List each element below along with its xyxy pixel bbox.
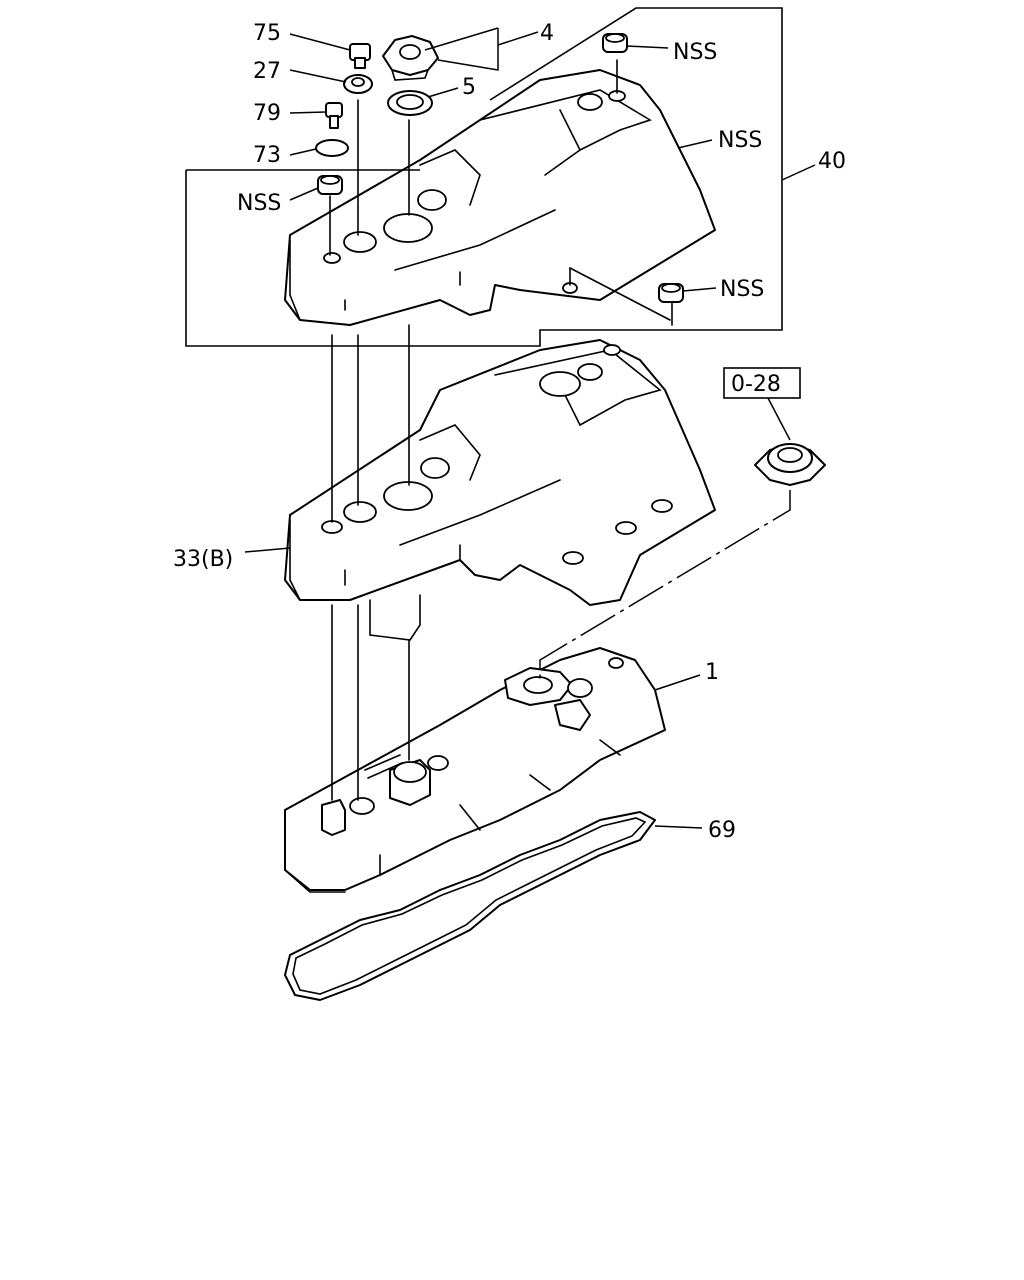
callout-33b: 33(B) xyxy=(173,547,233,572)
reference-box: 0-28 xyxy=(723,367,801,399)
grommet-nss-bottom xyxy=(658,283,684,303)
grommet-nss-top xyxy=(602,33,628,53)
callout-nss-left: NSS xyxy=(237,191,281,216)
callout-nss-right: NSS xyxy=(718,128,762,153)
callout-69: 69 xyxy=(708,818,736,843)
callout-4: 4 xyxy=(540,21,554,46)
callout-5: 5 xyxy=(462,75,476,100)
grommet-nss-left xyxy=(317,175,343,195)
oil-filler-cap-4 xyxy=(382,35,439,81)
upper-cover-assembly xyxy=(284,69,716,326)
o-ring-5 xyxy=(387,90,433,116)
washer-73 xyxy=(315,139,349,157)
gasket-69-inner xyxy=(292,817,647,995)
middle-cover-33b xyxy=(284,339,716,641)
breather-part xyxy=(754,443,826,486)
callout-nss-bottom: NSS xyxy=(720,277,764,302)
callout-73: 73 xyxy=(253,143,281,168)
bolt-79 xyxy=(325,102,343,129)
callout-nss-top: NSS xyxy=(673,40,717,65)
leader-40 xyxy=(781,164,816,181)
seal-27 xyxy=(343,74,373,94)
callout-40: 40 xyxy=(818,149,846,174)
bolt-75 xyxy=(349,43,371,69)
callout-75: 75 xyxy=(253,21,281,46)
callout-1: 1 xyxy=(705,660,719,685)
callout-79: 79 xyxy=(253,101,281,126)
assembly-lines xyxy=(329,59,791,801)
reference-box-label: 0-28 xyxy=(731,372,781,397)
leader-lines xyxy=(244,27,717,829)
rocker-cover-1 xyxy=(284,647,666,893)
gasket-69 xyxy=(284,811,656,1001)
group-bracket-40 xyxy=(185,7,783,347)
callout-27: 27 xyxy=(253,59,281,84)
